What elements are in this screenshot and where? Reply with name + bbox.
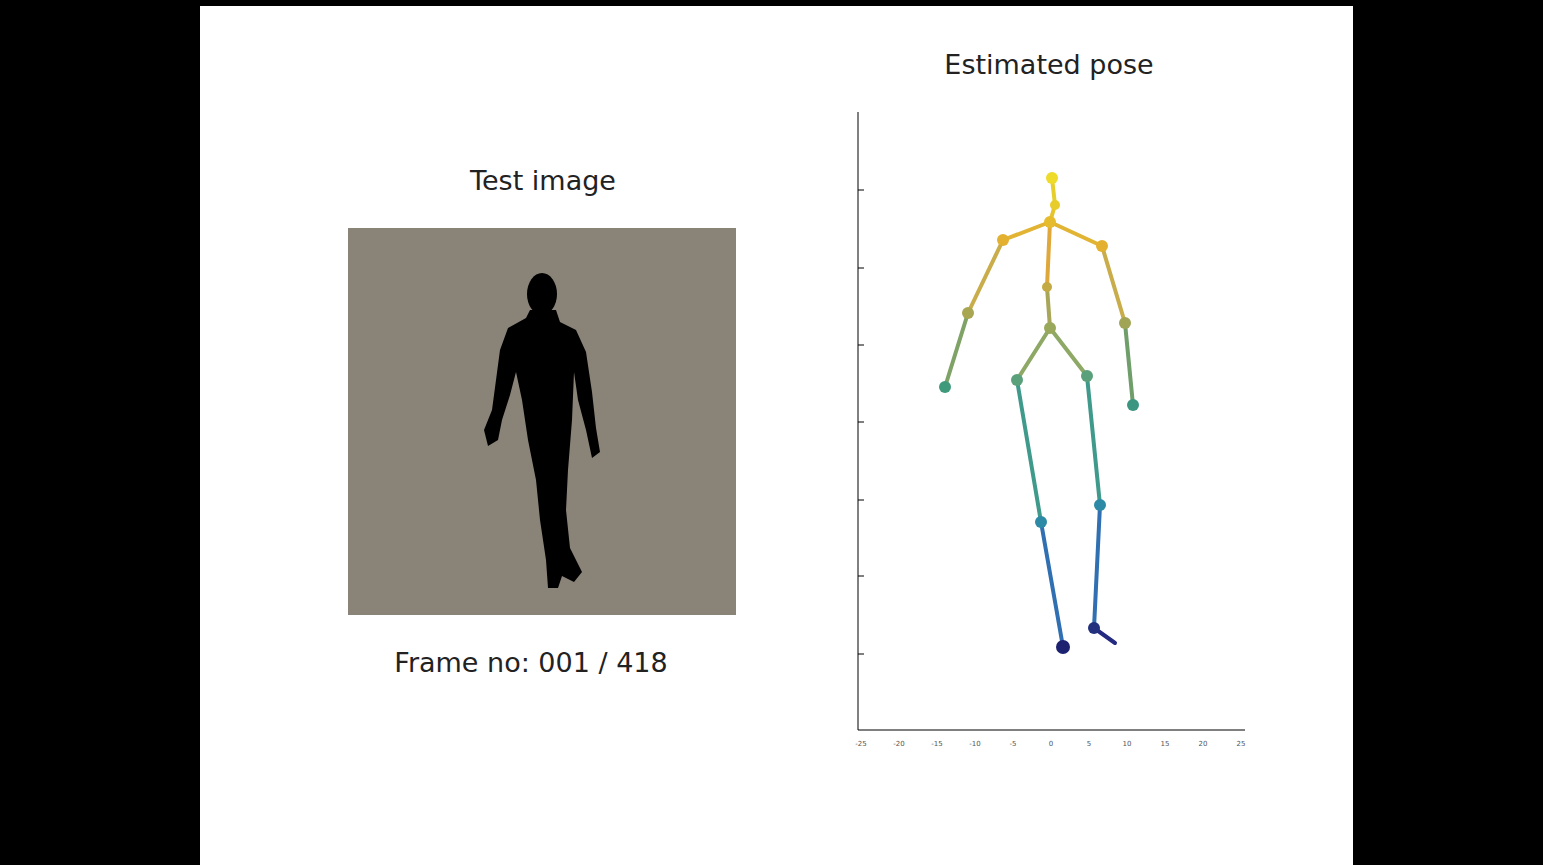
skeleton-joints (939, 172, 1139, 654)
axis-tick-label: 10 (1123, 740, 1132, 748)
axis-tick-label: -15 (931, 740, 942, 748)
axis-tick-label: 15 (1161, 740, 1170, 748)
test-image-ground (348, 228, 736, 615)
skeleton-bones (945, 178, 1133, 647)
axis-tick-label: -20 (893, 740, 904, 748)
plot-axes (858, 112, 1245, 730)
axis-tick-label: -10 (969, 740, 980, 748)
axis-tick-label: 25 (1237, 740, 1246, 748)
white-slide (200, 6, 1353, 865)
panel-title: Test image (470, 165, 616, 196)
frame-counter: Frame no: 001 / 418 (394, 647, 667, 678)
silhouette (484, 273, 600, 588)
axis-tick-label: 20 (1199, 740, 1208, 748)
axis-tick-label: 0 (1049, 740, 1053, 748)
panel-title: Estimated pose (944, 49, 1153, 80)
axis-tick-label: -5 (1010, 740, 1017, 748)
axis-tick-label: 5 (1087, 740, 1091, 748)
axis-tick-label: -25 (855, 740, 866, 748)
